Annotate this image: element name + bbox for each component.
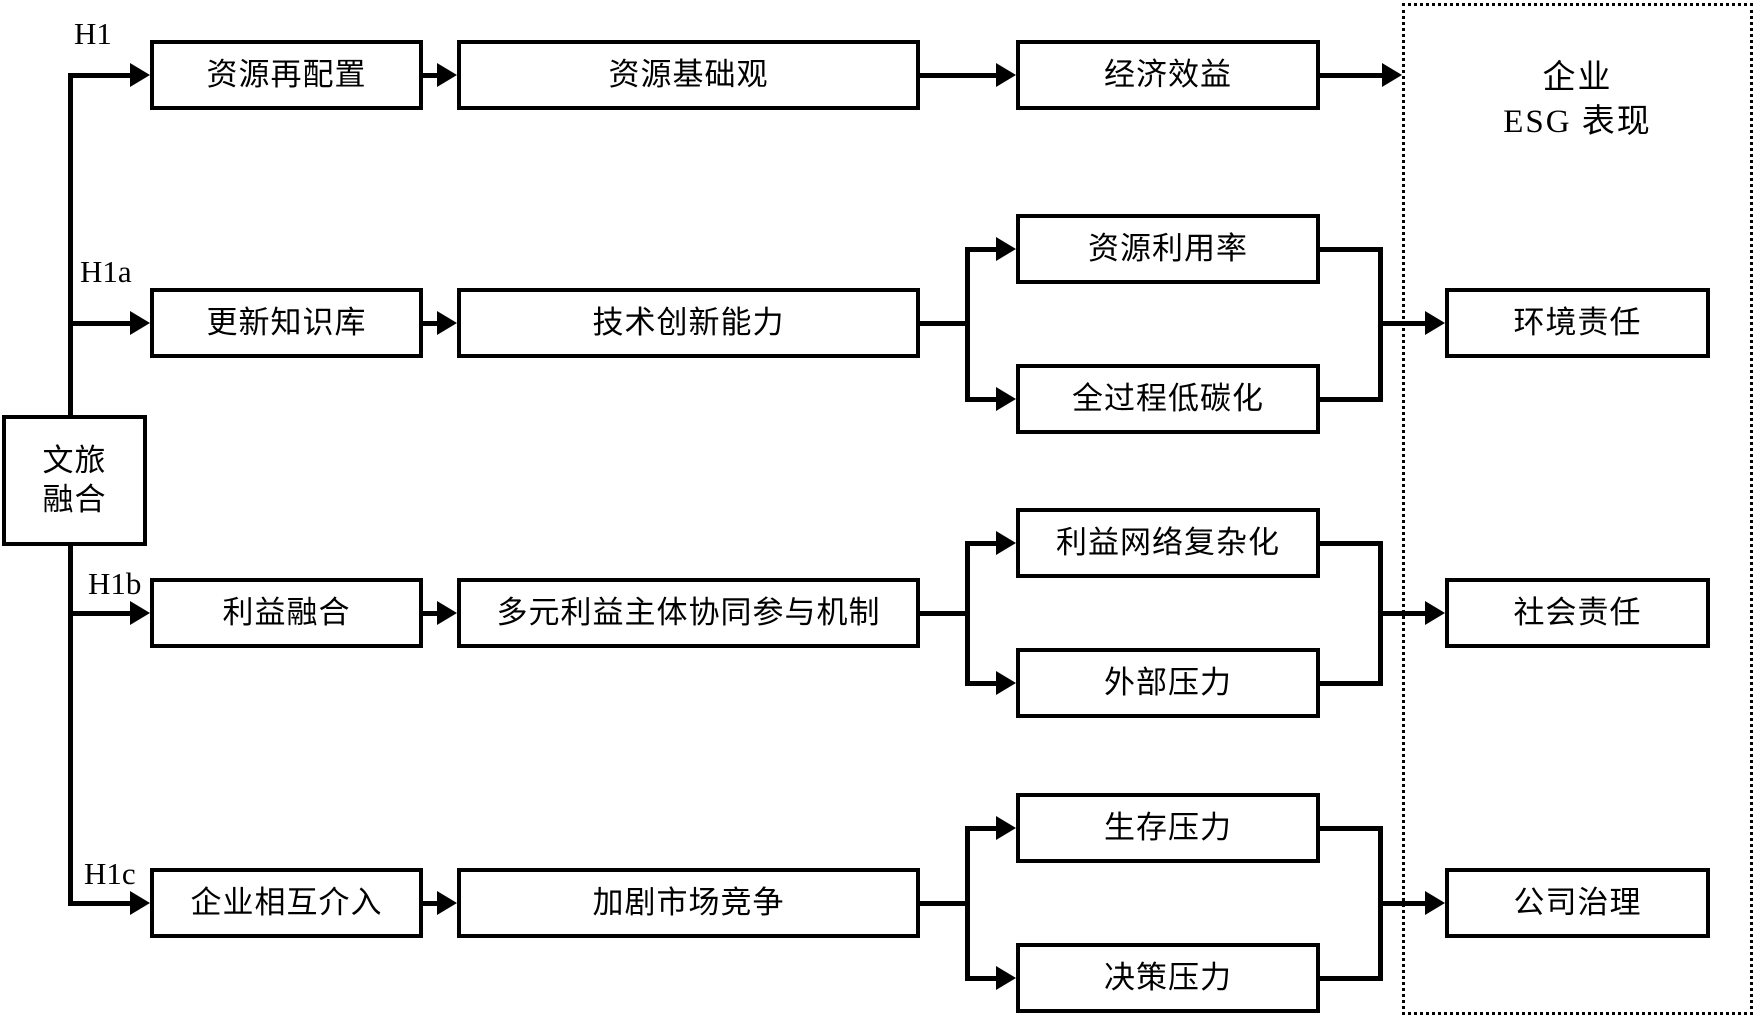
trunk-branch-line [68,611,132,616]
arrow-into-antecedent [130,601,150,625]
esg-frame-title-line2: ESG 表现 [1503,104,1652,140]
h1a-sub-outcome-2-box: 全过程低碳化 [1016,364,1320,434]
esg-performance-frame [1402,3,1753,1015]
arrow-into-sub-outcome [996,966,1016,990]
antecedent-mediator-line [423,73,439,78]
arrow-into-antecedent [130,891,150,915]
split-bar-line [965,541,970,686]
arrow-into-antecedent [130,63,150,87]
independent-variable-label: 文旅 融合 [43,442,107,520]
h1c-antecedent-box: 企业相互介入 [150,868,423,938]
merge-output-line [1378,321,1427,326]
h1b-sub-outcome-2-box: 外部压力 [1016,648,1320,718]
independent-variable-line2: 融合 [42,481,107,517]
antecedent-mediator-line [423,611,439,616]
trunk-branch-line [68,321,132,326]
independent-variable-box: 文旅 融合 [2,415,147,546]
arrow-into-outcome [996,63,1016,87]
esg-frame-title: 企业 ESG 表现 [1402,56,1753,144]
branch-line [965,541,998,546]
arrow-into-mediator [437,63,457,87]
merge-output-line [1378,611,1427,616]
merge-input-line [1320,397,1382,402]
h1c-mediator-box: 加剧市场竞争 [457,868,920,938]
h1b-antecedent-box: 利益融合 [150,578,423,648]
branch-line [965,976,998,981]
arrow-into-esg-dimension [1425,891,1445,915]
branch-line [965,826,998,831]
split-stem-line [920,611,969,616]
arrow-into-esg-dimension [1425,311,1445,335]
hypothesis-label-h1: H1 [74,16,112,51]
arrow-into-sub-outcome [996,531,1016,555]
branch-line [965,247,998,252]
split-stem-line [920,321,969,326]
arrow-into-mediator [437,311,457,335]
h1c-sub-outcome-2-box: 决策压力 [1016,943,1320,1013]
h1a-mediator-box: 技术创新能力 [457,288,920,358]
esg-frame-title-line1: 企业 [1542,60,1613,96]
merge-input-line [1320,976,1382,981]
h1b-mediator-box: 多元利益主体协同参与机制 [457,578,920,648]
h1a-sub-outcome-1-box: 资源利用率 [1016,214,1320,284]
merge-output-line [1378,901,1427,906]
arrow-into-sub-outcome [996,387,1016,411]
h1-antecedent-box: 资源再配置 [150,40,423,110]
arrow-into-mediator [437,891,457,915]
outcome-esg-line [1320,73,1384,78]
merge-input-line [1320,681,1382,686]
hypothesis-label-h1b: H1b [88,566,142,601]
branch-line [965,397,998,402]
branch-line [965,681,998,686]
arrow-into-antecedent [130,311,150,335]
h1a-antecedent-box: 更新知识库 [150,288,423,358]
split-bar-line [965,826,970,981]
merge-input-line [1320,541,1382,546]
esg-governance-box: 公司治理 [1445,868,1710,938]
arrow-into-esg-frame [1382,63,1402,87]
trunk-branch-line [68,901,132,906]
h1-mediator-box: 资源基础观 [457,40,920,110]
h1-outcome-box: 经济效益 [1016,40,1320,110]
merge-input-line [1320,247,1382,252]
split-stem-line [920,901,969,906]
arrow-into-sub-outcome [996,237,1016,261]
split-bar-line [965,247,970,402]
merge-input-line [1320,826,1382,831]
esg-environment-box: 环境责任 [1445,288,1710,358]
arrow-into-sub-outcome [996,671,1016,695]
hypothesis-label-h1a: H1a [80,254,132,289]
esg-social-box: 社会责任 [1445,578,1710,648]
antecedent-mediator-line [423,901,439,906]
arrow-into-mediator [437,601,457,625]
arrow-into-sub-outcome [996,816,1016,840]
mediator-outcome-line [920,73,998,78]
hypothesis-label-h1c: H1c [84,856,136,891]
h1c-sub-outcome-1-box: 生存压力 [1016,793,1320,863]
independent-variable-line1: 文旅 [42,442,107,478]
trunk-branch-line [68,73,132,78]
arrow-into-esg-dimension [1425,601,1445,625]
h1b-sub-outcome-1-box: 利益网络复杂化 [1016,508,1320,578]
antecedent-mediator-line [423,321,439,326]
